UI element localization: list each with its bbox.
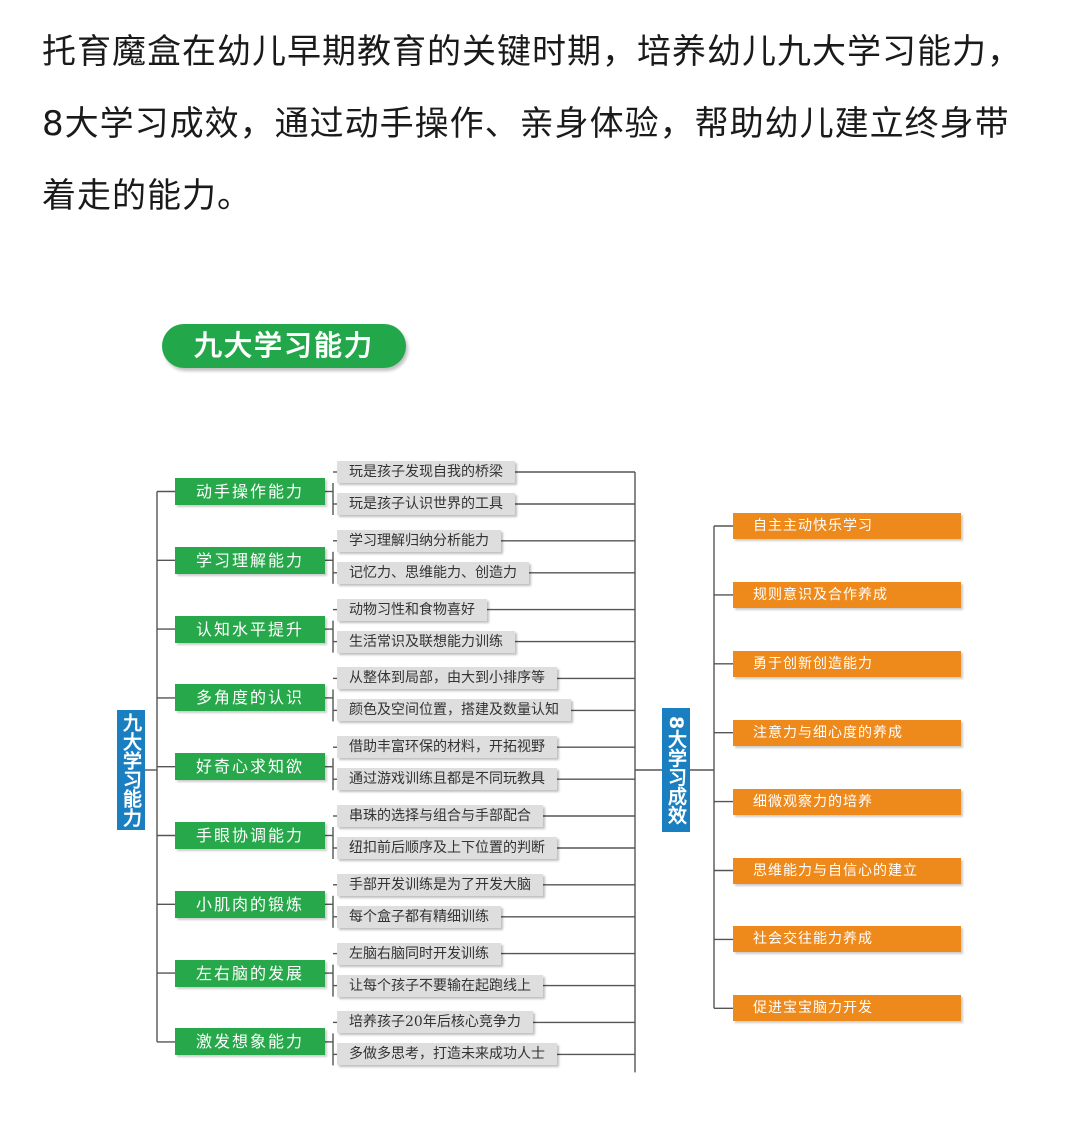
detail-item: 多做多思考，打造未来成功人士	[337, 1043, 557, 1066]
effect-node: 勇于创新创造能力	[733, 650, 961, 677]
detail-item: 从整体到局部，由大到小排序等	[337, 667, 557, 690]
detail-item: 纽扣前后顺序及上下位置的判断	[337, 837, 557, 859]
root-node-abilities: 九大学习能力	[117, 710, 145, 830]
detail-item: 每个盒子都有精细训练	[337, 905, 501, 928]
detail-item: 手部开发训练是为了开发大脑	[337, 873, 543, 896]
detail-item: 借助丰富环保的材料，开拓视野	[337, 736, 557, 759]
effect-node: 规则意识及合作养成	[733, 581, 961, 608]
effect-node: 细微观察力的培养	[733, 788, 961, 815]
effect-node: 注意力与细心度的养成	[733, 719, 961, 746]
detail-item: 颜色及空间位置，搭建及数量认知	[337, 699, 571, 722]
effect-node: 自主主动快乐学习	[733, 513, 961, 539]
detail-item: 左脑右脑同时开发训练	[337, 942, 501, 965]
detail-item: 玩是孩子认识世界的工具	[337, 493, 515, 515]
detail-item: 通过游戏训练且都是不同玩教具	[337, 768, 557, 791]
effect-node: 促进宝宝脑力开发	[733, 995, 961, 1022]
detail-item: 生活常识及联想能力训练	[337, 630, 515, 653]
effect-node: 思维能力与自信心的建立	[733, 857, 961, 884]
detail-item: 学习理解归纳分析能力	[337, 529, 501, 552]
detail-item: 记忆力、思维能力、创造力	[337, 561, 529, 584]
detail-item: 串珠的选择与组合与手部配合	[337, 805, 543, 827]
detail-item: 动物习性和食物喜好	[337, 598, 487, 621]
ability-node: 手眼协调能力	[175, 822, 325, 849]
section-title-banner: 九大学习能力	[162, 324, 406, 368]
ability-node: 学习理解能力	[175, 546, 325, 574]
ability-node: 激发想象能力	[175, 1028, 325, 1056]
detail-item: 让每个孩子不要输在起跑线上	[337, 974, 543, 997]
effect-node: 社会交往能力养成	[733, 926, 961, 953]
detail-item: 玩是孩子发现自我的桥梁	[337, 461, 515, 483]
ability-node: 好奇心求知欲	[175, 753, 325, 781]
ability-node: 动手操作能力	[175, 478, 325, 505]
detail-item: 培养孩子20年后核心竞争力	[337, 1011, 533, 1034]
ability-node: 左右脑的发展	[175, 959, 325, 987]
root-node-effects: 8大学习成效	[662, 708, 690, 832]
ability-node: 认知水平提升	[175, 615, 325, 643]
ability-node: 小肌肉的锻炼	[175, 890, 325, 918]
intro-paragraph: 托育魔盒在幼儿早期教育的关键时期，培养幼儿九大学习能力，8大学习成效，通过动手操…	[42, 32, 1022, 216]
ability-node: 多角度的认识	[175, 684, 325, 712]
